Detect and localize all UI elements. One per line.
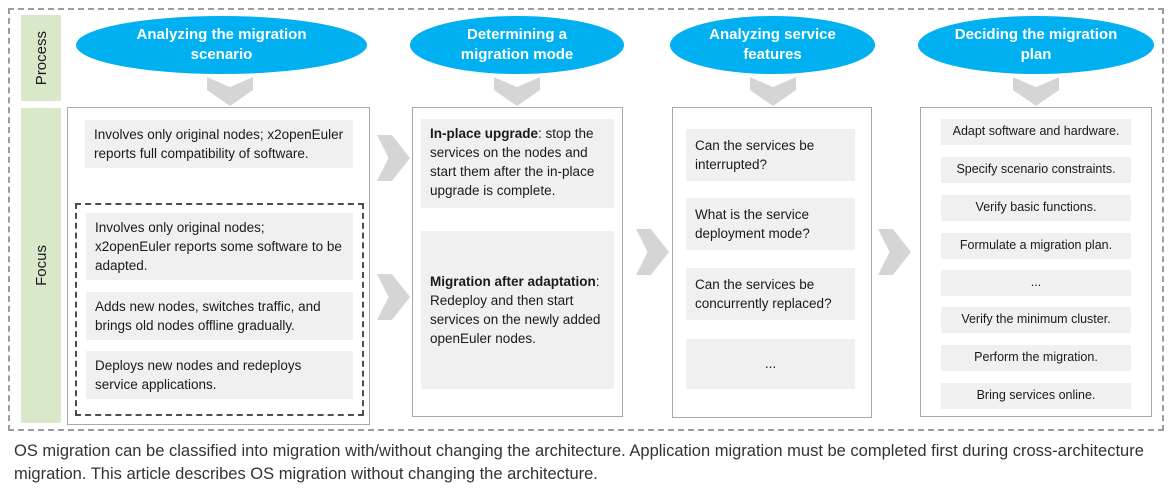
process-step-determining-mode: Determining a migration mode — [410, 16, 624, 74]
process-step-deciding-plan: Deciding the migration plan — [918, 16, 1154, 74]
row-label-process-text: Process — [32, 30, 50, 86]
focus-item: Verify basic functions. — [941, 195, 1131, 221]
focus-item: Specify scenario constraints. — [941, 157, 1131, 183]
process-step-title: Analyzing the migration scenario — [136, 26, 307, 63]
diagram-dashed-frame — [8, 8, 1164, 431]
focus-item: Involves only original nodes; x2openEule… — [85, 120, 353, 169]
focus-item: Verify the minimum cluster. — [941, 307, 1131, 333]
focus-item: Involves only original nodes; x2openEule… — [86, 213, 353, 281]
focus-item: Perform the migration. — [941, 345, 1131, 371]
focus-item: In-place upgrade: stop the services on t… — [421, 119, 614, 208]
focus-item: Adapt software and hardware. — [941, 119, 1131, 145]
process-step-analyzing-scenario: Analyzing the migration scenario — [76, 16, 367, 74]
focus-item: Can the services be concurrently replace… — [686, 268, 855, 321]
scenario-dashed-group: Involves only original nodes; x2openEule… — [75, 203, 364, 416]
focus-item-ellipsis: ... — [686, 339, 855, 389]
focus-item: Can the services be interrupted? — [686, 129, 855, 182]
process-step-title: Deciding the migration plan — [954, 26, 1118, 63]
focus-box-mode: In-place upgrade: stop the services on t… — [412, 107, 623, 417]
item-text: : Redeploy and then start services on th… — [430, 273, 601, 347]
focus-item: Migration after adaptation: Redeploy and… — [421, 231, 614, 389]
row-label-process: Process — [21, 15, 61, 101]
process-step-analyzing-features: Analyzing service features — [670, 16, 875, 74]
row-label-focus: Focus — [21, 108, 61, 423]
focus-box-plan: Adapt software and hardware. Specify sce… — [920, 107, 1152, 417]
item-bold-lead: Migration after adaptation — [430, 273, 596, 289]
focus-item-ellipsis: ... — [941, 270, 1131, 296]
focus-item: What is the service deployment mode? — [686, 198, 855, 251]
focus-item: Adds new nodes, switches traffic, and br… — [86, 292, 353, 341]
item-text: : stop the services on the nodes and sta… — [430, 126, 595, 199]
focus-item: Formulate a migration plan. — [941, 233, 1131, 259]
item-bold-lead: In-place upgrade — [430, 126, 539, 141]
focus-box-features: Can the services be interrupted? What is… — [672, 107, 872, 418]
focus-item: Bring services online. — [941, 383, 1131, 409]
process-step-title: Determining a migration mode — [460, 26, 574, 63]
process-step-title: Analyzing service features — [709, 26, 836, 63]
row-label-focus-text: Focus — [32, 245, 50, 286]
focus-item: Deploys new nodes and redeploys service … — [86, 351, 353, 400]
focus-box-scenario: Involves only original nodes; x2openEule… — [67, 107, 370, 425]
diagram-caption: OS migration can be classified into migr… — [14, 442, 1144, 484]
